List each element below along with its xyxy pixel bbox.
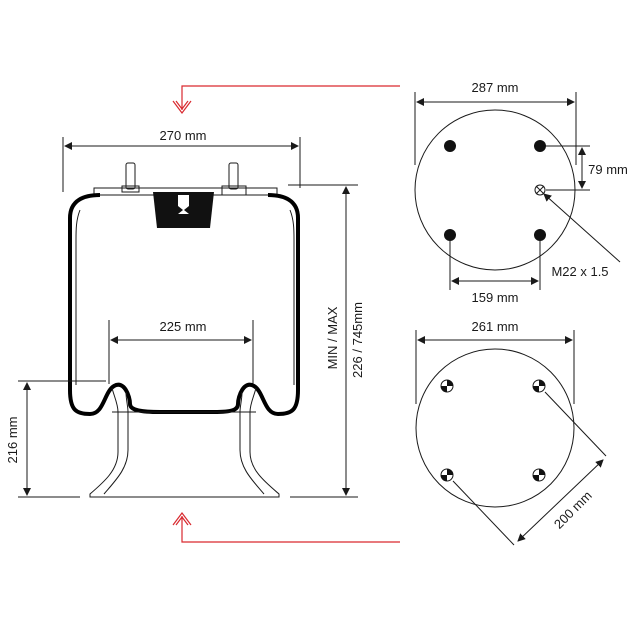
section-marker-top (172, 85, 400, 114)
bottom-bolt-hole (440, 379, 454, 393)
bolt-hole (444, 140, 456, 152)
bolt-hole (534, 140, 546, 152)
dim-min-max-label: MIN / MAX (325, 306, 340, 369)
dim-piston-width: 225 mm (160, 319, 207, 334)
side-view: 270 mm 225 mm 216 mm MIN / MAX 226 / 745… (5, 128, 365, 498)
dim-piston-height: 216 mm (5, 417, 20, 464)
dim-bottom-bolt-circle: 200 mm (551, 488, 595, 532)
bolt-hole (534, 229, 546, 241)
bottom-plate-circle (415, 348, 575, 508)
piston-pedestal (89, 387, 280, 498)
top-plate-view: 287 mm 79 mm 159 mm M22 x 1.5 (414, 80, 628, 305)
bolt-hole (444, 229, 456, 241)
mounting-stud-left (121, 162, 140, 193)
bottom-bolt-hole (532, 468, 546, 482)
dim-top-hole-offset: 79 mm (588, 162, 628, 177)
air-port (534, 184, 546, 196)
dim-thread-spec: M22 x 1.5 (551, 264, 608, 279)
bottom-plate-view: 261 mm 200 mm (415, 319, 607, 546)
bottom-bolt-hole (532, 379, 546, 393)
mounting-stud-right (221, 162, 247, 196)
dim-top-plate-width: 270 mm (160, 128, 207, 143)
section-marker-bottom (172, 512, 400, 543)
dim-top-bolt-spacing: 159 mm (472, 290, 519, 305)
dim-top-plate-diameter: 287 mm (472, 80, 519, 95)
dim-min-max-value: 226 / 745mm (350, 302, 365, 378)
bottom-bolt-hole (440, 468, 454, 482)
dim-bottom-plate-diameter: 261 mm (472, 319, 519, 334)
